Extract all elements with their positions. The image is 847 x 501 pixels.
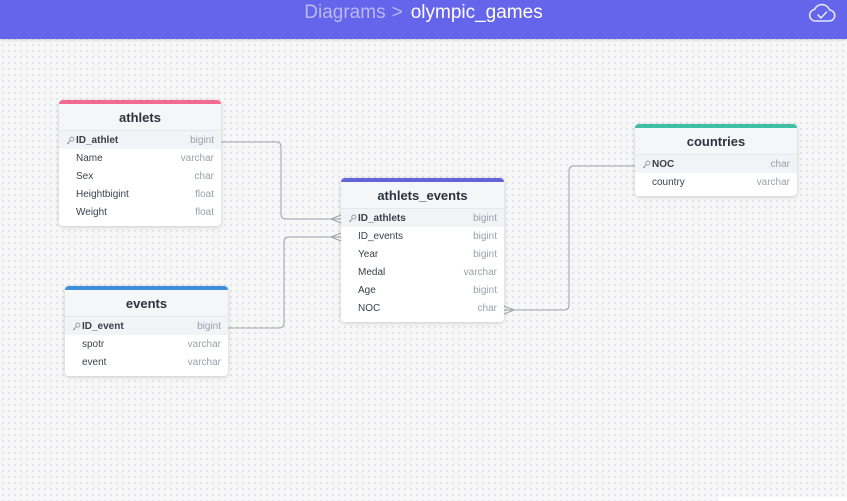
column-name: ID_athlets <box>358 212 406 224</box>
breadcrumb-separator: > <box>391 1 403 23</box>
crowfoot-athlets_events-id_athlets <box>330 214 342 224</box>
column-name: Medal <box>358 266 386 278</box>
breadcrumb-diagrams-link[interactable]: Diagrams <box>304 1 386 23</box>
table-row[interactable]: ID_events bigint <box>341 227 504 245</box>
crowfoot-athlets_events-noc <box>503 305 515 315</box>
column-name: country <box>652 176 685 188</box>
column-name: Age <box>358 284 376 296</box>
column-name: spotr <box>82 338 105 350</box>
crowfoot-athlets_events-id_events <box>330 232 342 242</box>
column-type: varchar <box>756 176 790 188</box>
table-row[interactable]: country varchar <box>635 173 797 191</box>
table-row[interactable]: Weight float <box>59 203 221 221</box>
column-name: NOC <box>652 158 675 170</box>
table-row[interactable]: Medal varchar <box>341 263 504 281</box>
relation-events-athlets_events <box>228 236 341 329</box>
table-athlets-events[interactable]: athlets_events ID_athlets bigint ID_even… <box>341 178 504 322</box>
key-icon <box>66 136 75 144</box>
table-row[interactable]: Year bigint <box>341 245 504 263</box>
key-icon <box>72 322 81 330</box>
column-name: Name <box>76 152 103 164</box>
column-name: ID_athlet <box>76 134 119 146</box>
column-name: NOC <box>358 302 381 314</box>
table-countries[interactable]: countries NOC char country varchar <box>635 124 797 196</box>
table-row[interactable]: NOC char <box>635 155 797 173</box>
table-row[interactable]: ID_athlet bigint <box>59 131 221 149</box>
table-header[interactable]: countries <box>635 124 797 155</box>
column-type: bigint <box>197 320 221 332</box>
column-type: varchar <box>463 266 497 278</box>
table-row[interactable]: Sex char <box>59 167 221 185</box>
column-name: Weight <box>76 206 107 218</box>
column-type: float <box>195 188 214 200</box>
table-header[interactable]: events <box>65 286 228 317</box>
table-row[interactable]: Name varchar <box>59 149 221 167</box>
column-type: varchar <box>187 338 221 350</box>
column-name: Sex <box>76 170 94 182</box>
table-athlets[interactable]: athlets ID_athlet bigint Name varchar Se… <box>59 100 221 226</box>
column-name: event <box>82 356 107 368</box>
column-type: char <box>770 158 790 170</box>
breadcrumb: Diagrams > olympic_games <box>304 2 542 24</box>
column-type: bigint <box>473 248 497 260</box>
table-row[interactable]: Age bigint <box>341 281 504 299</box>
column-type: bigint <box>473 284 497 296</box>
column-type: varchar <box>187 356 221 368</box>
table-events[interactable]: events ID_event bigint spotr varchar eve… <box>65 286 228 376</box>
column-name: Year <box>358 248 379 260</box>
column-type: varchar <box>180 152 214 164</box>
column-type: float <box>195 206 214 218</box>
table-header[interactable]: athlets_events <box>341 178 504 209</box>
column-name: ID_event <box>82 320 124 332</box>
table-row[interactable]: event varchar <box>65 353 228 371</box>
column-name: Heightbigint <box>76 188 129 200</box>
table-header[interactable]: athlets <box>59 100 221 131</box>
column-type: char <box>477 302 497 314</box>
relation-athlets_events-countries <box>504 165 635 311</box>
key-icon <box>348 214 357 222</box>
cloud-check-icon[interactable] <box>807 0 837 26</box>
column-type: char <box>194 170 214 182</box>
top-bar: Diagrams > olympic_games <box>0 0 847 39</box>
column-type: bigint <box>190 134 214 146</box>
bottom-panel-edge <box>718 497 847 501</box>
relation-athlets-athlets_events <box>221 141 341 220</box>
column-name: ID_events <box>358 230 404 242</box>
table-row[interactable]: NOC char <box>341 299 504 317</box>
table-row[interactable]: spotr varchar <box>65 335 228 353</box>
table-row[interactable]: Heightbigint float <box>59 185 221 203</box>
diagram-title[interactable]: olympic_games <box>410 1 543 23</box>
column-type: bigint <box>473 230 497 242</box>
table-row[interactable]: ID_event bigint <box>65 317 228 335</box>
key-icon <box>642 160 651 168</box>
column-type: bigint <box>473 212 497 224</box>
table-row[interactable]: ID_athlets bigint <box>341 209 504 227</box>
